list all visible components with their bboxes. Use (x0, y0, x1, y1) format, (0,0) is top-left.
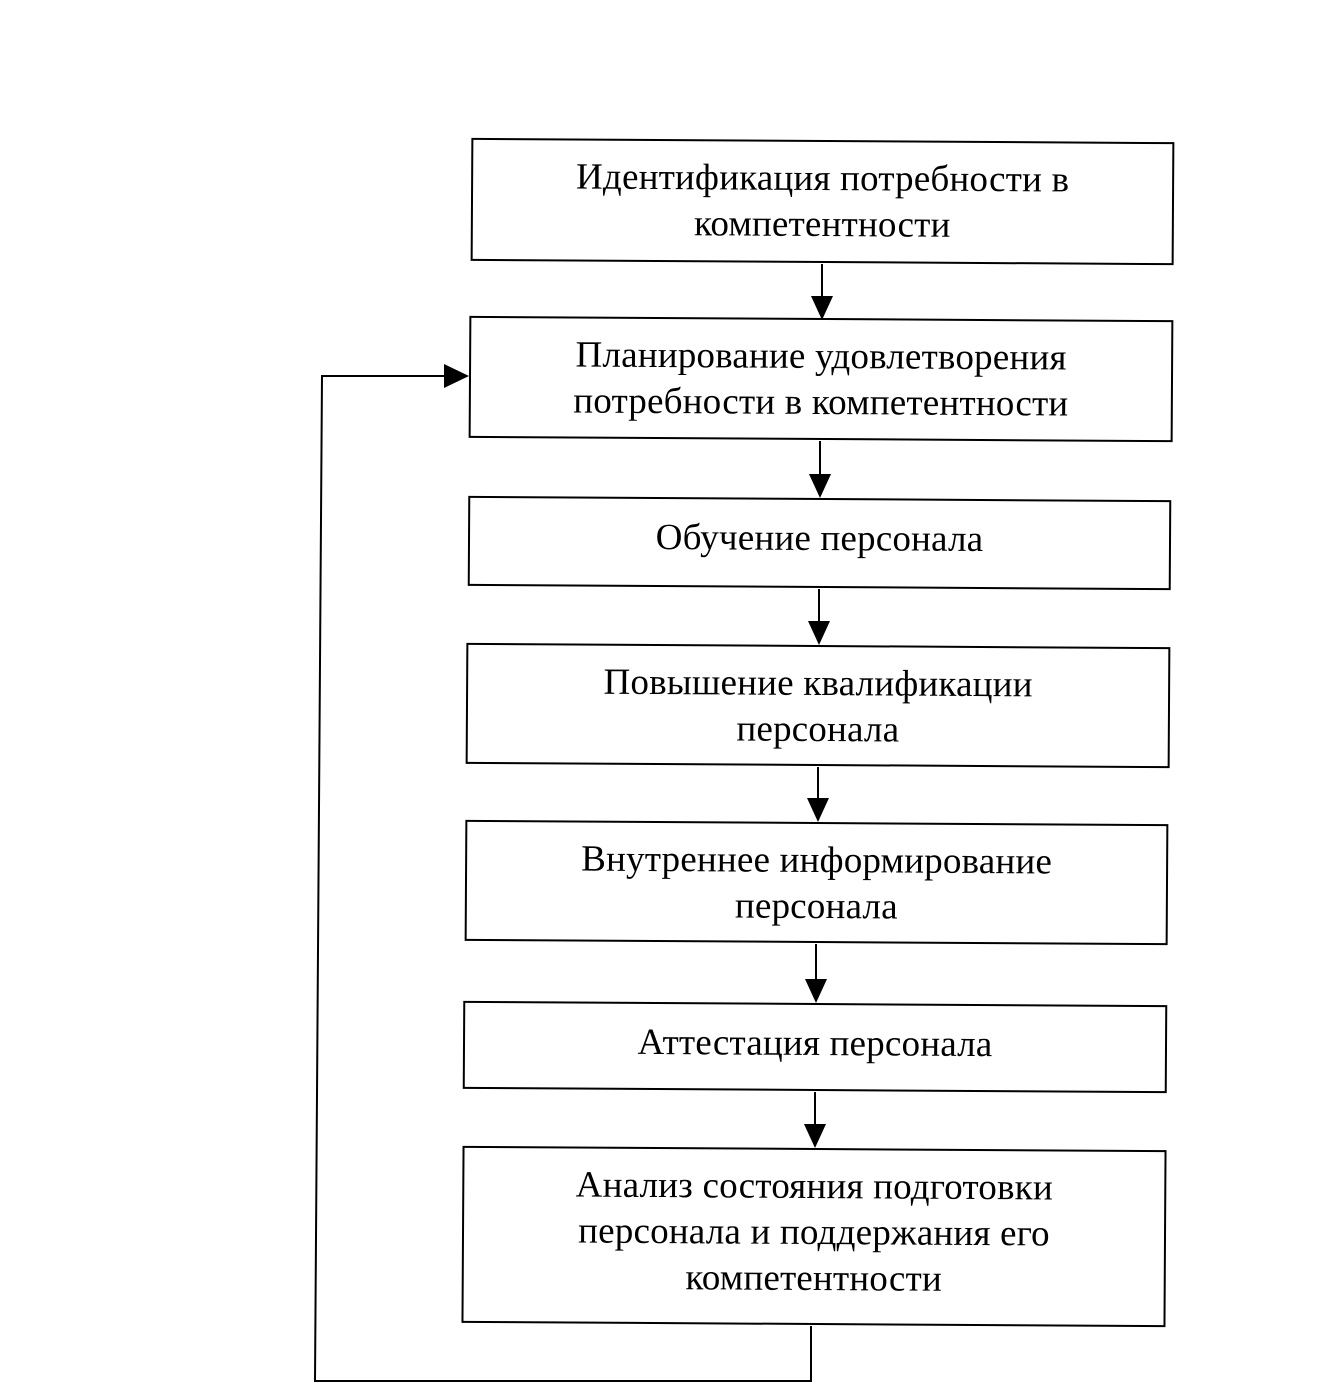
step-box-qualification-upgrade: Повышение квалификации персонала (465, 642, 1171, 769)
arrowhead-step6-to-step7 (804, 1124, 826, 1148)
step-label: Анализ состояния подготовки персонала и … (575, 1164, 1054, 1300)
step-label: Планирование удовлетворения потребности … (573, 334, 1069, 425)
step-label: Идентификация потребности в компетентнос… (575, 156, 1070, 246)
step-box-staff-attestation: Аттестация персонала (462, 1000, 1168, 1094)
step-box-training-analysis: Анализ состояния подготовки персонала и … (461, 1145, 1167, 1328)
arrowhead-feedback-to-step2 (444, 364, 469, 388)
arrowhead-step3-to-step4 (808, 621, 830, 645)
step-label: Аттестация персонала (637, 1021, 993, 1066)
step-label: Обучение персонала (655, 516, 984, 561)
arrowhead-step2-to-step3 (809, 474, 831, 498)
arrowhead-step1-to-step2 (811, 296, 833, 320)
step-box-staff-training: Обучение персонала (467, 495, 1172, 591)
step-label: Внутреннее информирование персонала (581, 838, 1053, 928)
arrowhead-step4-to-step5 (807, 798, 829, 822)
step-box-competence-planning: Планирование удовлетворения потребности … (468, 315, 1174, 443)
arrowhead-step5-to-step6 (805, 979, 827, 1003)
step-label: Повышение квалификации персонала (603, 661, 1033, 751)
step-box-internal-informing: Внутреннее информирование персонала (464, 819, 1169, 946)
step-box-competence-identification: Идентификация потребности в компетентнос… (470, 137, 1175, 266)
feedback-loop-line (313, 375, 812, 1382)
